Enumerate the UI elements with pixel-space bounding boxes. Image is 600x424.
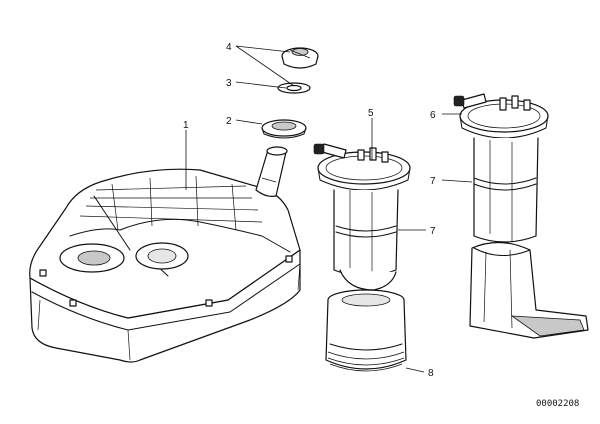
fuel-tank <box>29 146 301 363</box>
label-part-1: 1 <box>183 120 189 131</box>
label-part-4: 4 <box>226 42 232 53</box>
label-part-7-right: 7 <box>430 176 436 187</box>
label-part-8: 8 <box>428 368 434 379</box>
diagram-reference-number: 00002208 <box>536 399 579 409</box>
label-part-2: 2 <box>226 116 232 127</box>
seal-ring <box>261 119 307 139</box>
label-part-7-middle: 7 <box>430 226 436 237</box>
label-part-6: 6 <box>430 110 436 121</box>
fuel-level-sender-unit <box>453 93 589 339</box>
label-part-3: 3 <box>226 78 232 89</box>
washer-ring <box>277 82 311 94</box>
label-part-5: 5 <box>368 108 374 119</box>
tank-cap <box>281 47 319 69</box>
leader-lines <box>185 45 473 373</box>
fuel-pump-sender-unit <box>313 143 411 372</box>
